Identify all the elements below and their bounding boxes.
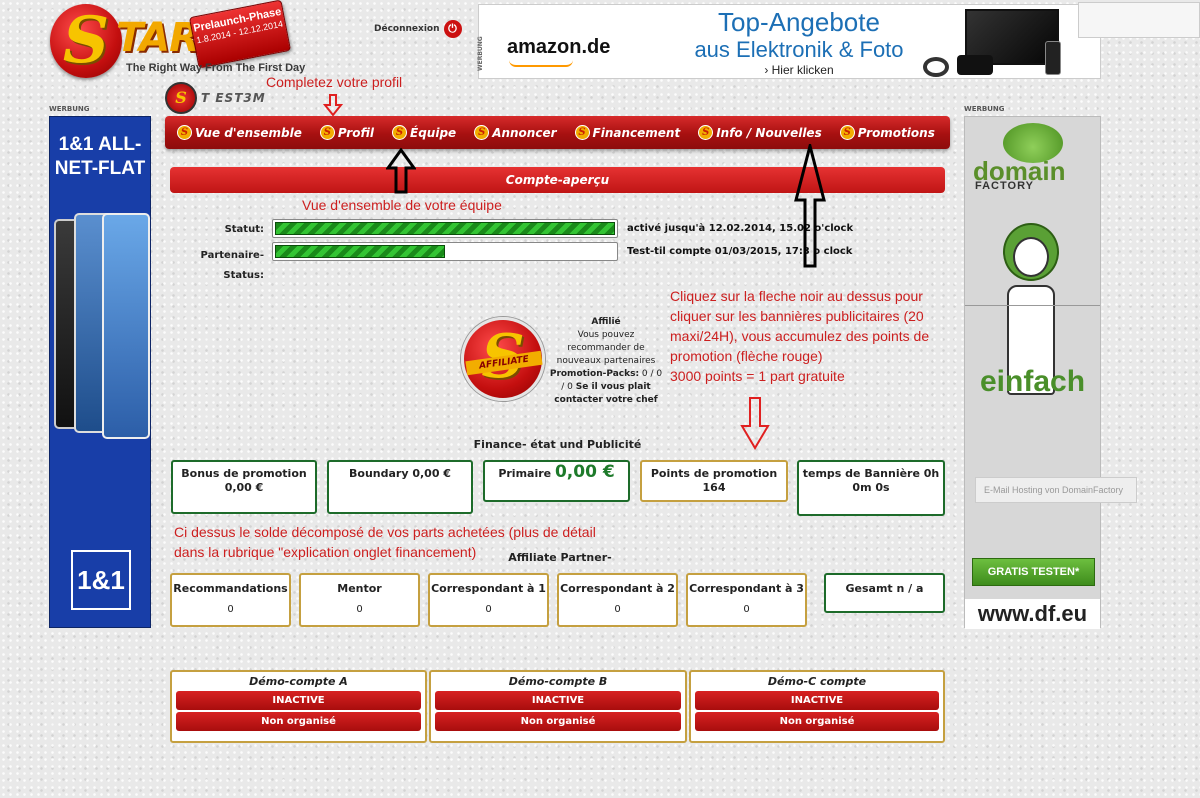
finance-title: Finance- état und Publicité — [473, 438, 642, 451]
promotion-bonus-box: Bonus de promotion 0,00 € — [171, 460, 317, 514]
username: T EST3M — [201, 91, 266, 105]
logout-label: Déconnexion — [374, 24, 440, 34]
mascot-face-icon — [1013, 237, 1049, 277]
black-up-arrow-icon — [386, 148, 416, 194]
left-ad-headline: 1&1 ALL-NET-FLAT — [54, 134, 146, 179]
user-s-icon: S — [165, 82, 197, 114]
affiliate-logo: S AFFILIATE — [461, 317, 545, 401]
partner-status-text: Test-til compte 01/03/2015, 17:3 o clock — [627, 246, 853, 257]
camera-icon — [957, 55, 993, 75]
status-label: Statut: — [224, 224, 264, 235]
promotion-points-box: Points de promotion 164 — [640, 460, 788, 502]
boundary-box: Boundary 0,00 € — [327, 460, 473, 514]
ad-link[interactable]: › Hier klicken — [764, 63, 834, 77]
black-up-arrow-icon — [794, 144, 826, 268]
red-down-arrow-icon — [740, 397, 770, 450]
partner-progress-fill — [275, 245, 445, 258]
power-icon[interactable]: ⏻ — [443, 20, 462, 38]
right-banner-ad[interactable]: domain FACTORY einfach E-Mail Hosting vo… — [964, 116, 1137, 629]
ad-sponsor-label: WERBUNG — [477, 36, 484, 71]
s-logo-icon: S — [474, 125, 490, 140]
top-banner-ad[interactable]: WERBUNG amazon.de Top-Angebote aus Elekt… — [477, 4, 1101, 79]
s-logo-icon: S — [574, 125, 590, 140]
logout-link[interactable]: Déconnexion ⏻ — [374, 20, 462, 38]
email-hosting-field[interactable]: E-Mail Hosting von DomainFactory — [975, 477, 1137, 503]
primary-balance-box: Primaire 0,00 € — [483, 460, 630, 502]
affiliate-partner-title: Affiliate Partner- — [508, 551, 612, 564]
red-down-arrow-icon — [323, 94, 343, 116]
partner-status-label: Partenaire-Status: — [200, 250, 264, 281]
demo-account-c: Démo-C compte INACTIVE Non organisé — [689, 670, 945, 743]
phone-image-icon — [102, 213, 150, 439]
right-ad-brand: domain — [973, 156, 1066, 186]
partner-total-box: Gesamt n / a — [824, 573, 945, 613]
demo-a-status-button[interactable]: INACTIVE — [176, 691, 421, 710]
s-logo-icon: S — [177, 125, 192, 140]
right-ad-divider — [965, 305, 1100, 306]
demo-a-org-button[interactable]: Non organisé — [176, 712, 421, 731]
s-logo-icon: S — [319, 125, 335, 140]
balance-hint: Ci dessus le solde décomposé de vos part… — [174, 524, 596, 560]
domainfactory-logo-icon — [1003, 123, 1063, 163]
banner-click-hint: Cliquez sur la fleche noir au dessus pou… — [670, 288, 930, 384]
s-logo-icon: S — [698, 125, 714, 140]
site-logo[interactable]: S — [50, 4, 122, 78]
demo-c-org-button[interactable]: Non organisé — [695, 712, 939, 731]
top-right-panel — [1078, 2, 1200, 38]
left-ad-brand: 1&1 — [71, 550, 131, 610]
phone-icon — [1045, 41, 1061, 75]
amazon-logo: amazon.de — [507, 36, 611, 58]
affiliate-info: Affilié Vous pouvez recommander de nouve… — [549, 317, 663, 405]
demo-account-a: Démo-compte A INACTIVE Non organisé — [170, 670, 427, 743]
right-ad-brand-sub: FACTORY — [975, 180, 1034, 192]
partner-progress-bar — [272, 242, 618, 261]
demo-b-status-button[interactable]: INACTIVE — [435, 691, 681, 710]
profile-hint: Completez votre profil — [266, 74, 403, 90]
user-badge: S T EST3M — [165, 82, 266, 114]
amazon-smile-icon — [509, 60, 573, 67]
prelaunch-badge: Prelaunch-Phase 1.8.2014 - 12.12.2014 — [188, 0, 292, 69]
status-progress-fill — [275, 222, 615, 235]
s-logo-icon: S — [392, 125, 408, 140]
left-ad-sponsor: WERBUNG — [49, 105, 90, 113]
banner-time-box: temps de Bannière 0h 0m 0s — [797, 460, 945, 516]
gratis-testen-button[interactable]: GRATIS TESTEN* — [972, 558, 1095, 586]
ad-headline: Top-Angebote — [718, 7, 880, 37]
right-ad-url: www.df.eu — [965, 599, 1100, 629]
left-banner-ad[interactable]: 1&1 ALL-NET-FLAT 1&1 — [49, 116, 151, 628]
demo-b-org-button[interactable]: Non organisé — [435, 712, 681, 731]
headphones-icon — [923, 57, 949, 77]
status-text: activé jusqu'à 12.02.2014, 15.02 o'clock — [627, 223, 854, 234]
status-progress-bar — [272, 219, 618, 238]
account-overview-title: Compte-aperçu — [170, 167, 945, 193]
demo-c-status-button[interactable]: INACTIVE — [695, 691, 939, 710]
demo-account-b: Démo-compte B INACTIVE Non organisé — [429, 670, 687, 743]
team-hint: Vue d'ensemble de votre équipe — [302, 197, 502, 213]
site-tagline: The Right Way From The First Day — [126, 62, 306, 74]
ad-subline: aus Elektronik & Foto — [694, 37, 904, 62]
right-ad-slogan: einfach — [979, 365, 1086, 398]
s-logo-icon: S — [839, 125, 855, 140]
mascot-body-icon — [1007, 285, 1055, 395]
right-ad-sponsor: WERBUNG — [964, 105, 1005, 113]
